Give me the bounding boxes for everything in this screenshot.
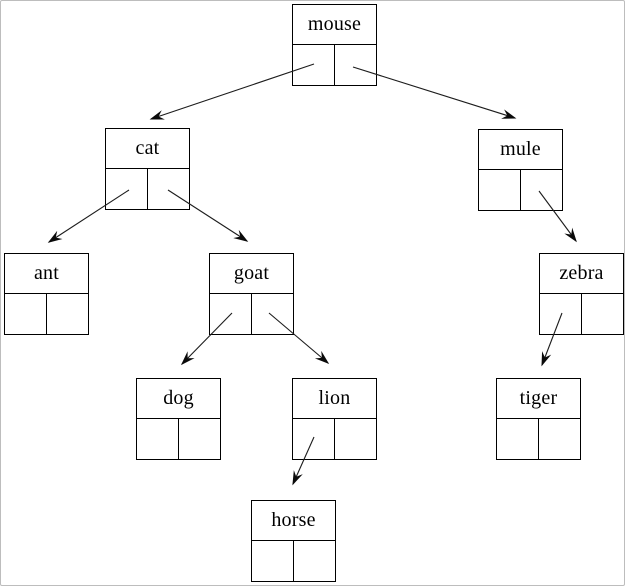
pointer-cells <box>540 294 623 334</box>
left-pointer-cell <box>479 170 521 210</box>
right-pointer-cell <box>148 169 189 209</box>
pointer-cells <box>5 294 88 334</box>
node-label: ant <box>5 254 88 294</box>
right-pointer-cell <box>521 170 562 210</box>
tree-node-ant: ant <box>4 253 89 335</box>
tree-node-cat: cat <box>105 128 190 210</box>
tree-node-dog: dog <box>136 378 221 460</box>
right-pointer-cell <box>252 294 293 334</box>
pointer-cells <box>252 541 335 581</box>
left-pointer-cell <box>293 45 335 85</box>
tree-node-tiger: tiger <box>496 378 581 460</box>
pointer-cells <box>293 45 376 85</box>
pointer-cells <box>210 294 293 334</box>
tree-node-lion: lion <box>292 378 377 460</box>
right-pointer-cell <box>335 419 376 459</box>
right-pointer-cell <box>179 419 220 459</box>
right-pointer-cell <box>539 419 580 459</box>
node-label: lion <box>293 379 376 419</box>
tree-node-mule: mule <box>478 129 563 211</box>
pointer-cells <box>479 170 562 210</box>
left-pointer-cell <box>137 419 179 459</box>
tree-node-horse: horse <box>251 500 336 582</box>
node-label: zebra <box>540 254 623 294</box>
left-pointer-cell <box>210 294 252 334</box>
right-pointer-cell <box>294 541 335 581</box>
right-pointer-cell <box>335 45 376 85</box>
left-pointer-cell <box>106 169 148 209</box>
left-pointer-cell <box>293 419 335 459</box>
left-pointer-cell <box>497 419 539 459</box>
node-label: horse <box>252 501 335 541</box>
tree-node-goat: goat <box>209 253 294 335</box>
tree-node-zebra: zebra <box>539 253 624 335</box>
left-pointer-cell <box>5 294 47 334</box>
node-label: tiger <box>497 379 580 419</box>
node-label: goat <box>210 254 293 294</box>
node-label: dog <box>137 379 220 419</box>
right-pointer-cell <box>582 294 623 334</box>
edge-mouse-cat <box>149 63 315 120</box>
pointer-cells <box>293 419 376 459</box>
pointer-cells <box>497 419 580 459</box>
pointer-cells <box>137 419 220 459</box>
tree-node-mouse: mouse <box>292 4 377 86</box>
node-label: cat <box>106 129 189 169</box>
node-label: mouse <box>293 5 376 45</box>
pointer-cells <box>106 169 189 209</box>
left-pointer-cell <box>252 541 294 581</box>
left-pointer-cell <box>540 294 582 334</box>
node-label: mule <box>479 130 562 170</box>
right-pointer-cell <box>47 294 88 334</box>
edge-mouse-mule <box>352 66 517 119</box>
